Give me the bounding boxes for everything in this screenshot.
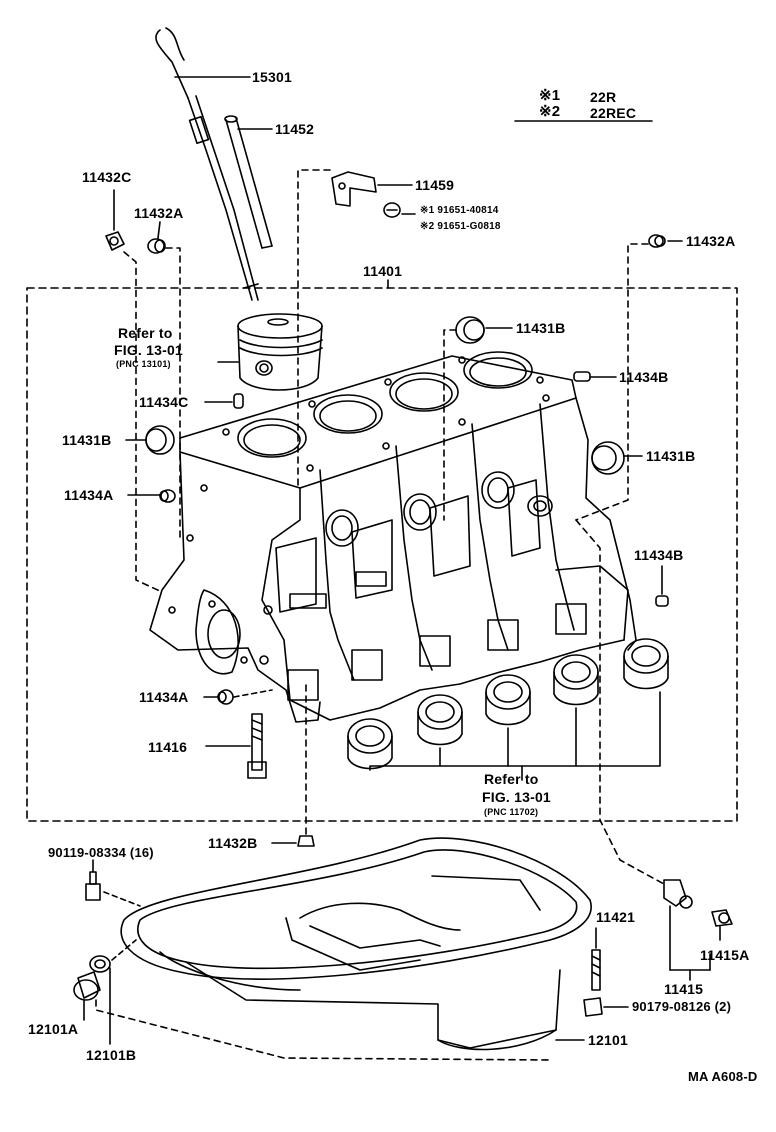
dash-90119 [103, 891, 141, 907]
guide-tube-11452 [224, 115, 273, 249]
label-11415A: 11415A [700, 947, 750, 963]
label-90179: 90179-08126 (2) [632, 999, 732, 1014]
plug-11432C [105, 231, 125, 251]
stud-11421 [591, 949, 601, 991]
bearing-11431B-top [455, 316, 485, 344]
label-11415: 11415 [664, 981, 704, 997]
dash-11432C [123, 251, 163, 593]
bearing-1 [347, 718, 393, 770]
label-11432A-right: 11432A [686, 233, 736, 249]
main-bearings [347, 638, 669, 770]
dash-gasket [111, 939, 137, 961]
label-11434A-lower: 11434A [139, 689, 189, 705]
ref-piston-line2: FIG. 13-01 [114, 342, 183, 358]
bolt-90119 [85, 871, 101, 901]
pin-11434A-lower [217, 689, 234, 705]
bearing-leaders [369, 691, 661, 781]
plug-11432A-left [147, 238, 166, 254]
bearing-11431B-left [145, 425, 175, 455]
bearing-5 [623, 638, 669, 690]
label-11434C: 11434C [139, 394, 189, 410]
label-11416: 11416 [148, 739, 188, 755]
nut-90179 [583, 997, 603, 1017]
piston [237, 313, 323, 391]
dipstick-15301 [155, 27, 259, 301]
label-11432A-left: 11432A [134, 205, 184, 221]
label-91651-2: ※2 91651-G0818 [420, 221, 501, 232]
ref-bearing-line3: (PNC 11702) [484, 807, 539, 817]
label-11432B: 11432B [208, 835, 258, 851]
label-11431B-top: 11431B [516, 320, 566, 336]
dash-11434A-lower [233, 689, 273, 698]
ref-piston-line1: Refer to [118, 325, 173, 341]
label-11452: 11452 [275, 121, 315, 137]
pin-11434B-right [655, 595, 669, 607]
dash-drain [95, 999, 551, 1061]
diagram-code: MA A608-D [688, 1069, 758, 1084]
cylinder-block-11401 [149, 351, 637, 723]
leaders-11415 [669, 905, 721, 981]
ref-bearing-line1: Refer to [484, 771, 539, 787]
label-12101A: 12101A [28, 1021, 79, 1037]
dash-bracket [297, 169, 331, 489]
dash-11432A-right [575, 243, 649, 521]
pin-11434C [233, 393, 244, 409]
label-11434B-top: 11434B [619, 369, 669, 385]
label-11421: 11421 [596, 909, 636, 925]
bearing-11431B-right [591, 441, 625, 475]
pin-11434A-upper [159, 489, 176, 503]
label-11459: 11459 [415, 177, 455, 193]
oil-pan-12101 [120, 837, 592, 1051]
label-91651-1: ※1 91651-40814 [420, 205, 499, 216]
legend-code-2: 22REC [590, 105, 637, 121]
bracket-11459 [331, 171, 401, 218]
label-11434B-right: 11434B [634, 547, 684, 563]
plug-11415A [711, 909, 733, 927]
legend-mark-1: ※1 [539, 87, 561, 104]
bearing-2 [417, 694, 463, 746]
pin-11434B-top [573, 371, 591, 382]
bearing-4 [553, 654, 599, 706]
ref-piston-line3: (PNC 13101) [116, 359, 171, 369]
label-11431B-right: 11431B [646, 448, 696, 464]
block-assembly-frame [26, 287, 738, 822]
gasket-12101B [89, 955, 111, 973]
drain-plug-12101A [73, 971, 101, 1001]
oil-pressure-switch-11415 [663, 879, 693, 909]
plug-11432A-right [648, 234, 666, 248]
plug-11432B [297, 835, 315, 847]
stud-11416 [247, 713, 267, 779]
label-11431B-left: 11431B [62, 432, 112, 448]
legend-mark-2: ※2 [539, 103, 561, 120]
leader-11432A-left [157, 221, 161, 239]
ref-bearing-line2: FIG. 13-01 [482, 789, 551, 805]
bearing-3 [485, 674, 531, 726]
dash-11415 [575, 519, 665, 885]
label-11434A-upper: 11434A [64, 487, 114, 503]
dash-11431B-top [443, 329, 457, 521]
label-12101B: 12101B [86, 1047, 137, 1063]
label-11401: 11401 [363, 263, 403, 279]
label-11432C: 11432C [82, 169, 132, 185]
label-12101: 12101 [588, 1032, 628, 1048]
legend-code-1: 22R [590, 89, 617, 105]
label-90119: 90119-08334 (16) [48, 845, 154, 860]
label-15301: 15301 [252, 69, 292, 85]
